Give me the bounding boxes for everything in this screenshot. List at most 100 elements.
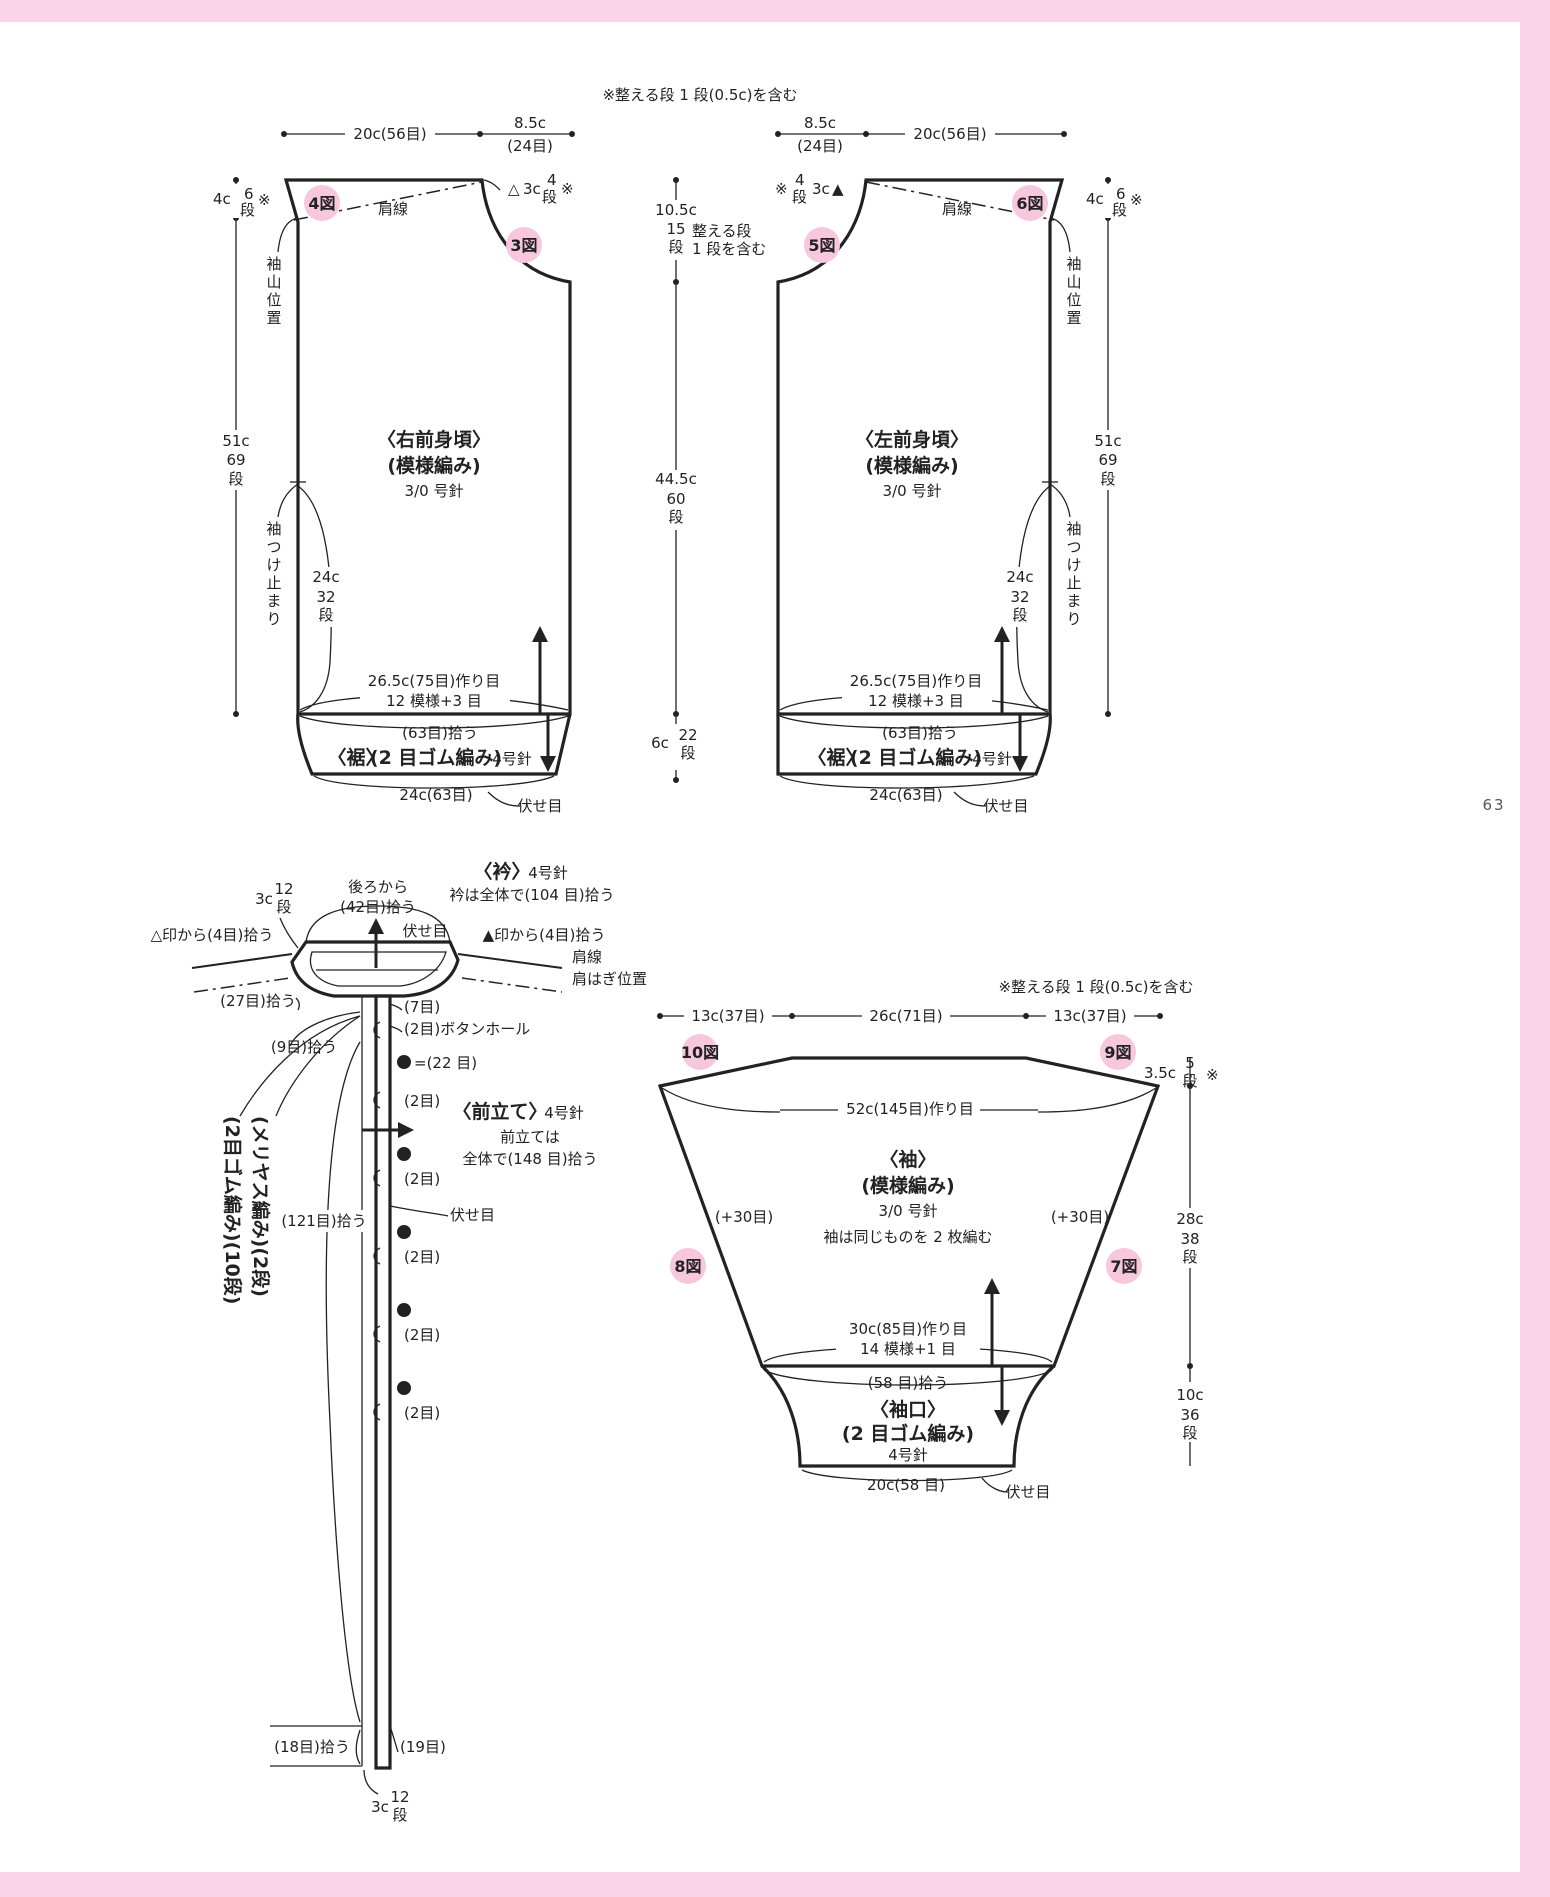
sleeve-label-bg <box>1046 1004 1134 1026</box>
collar-outline <box>290 940 460 998</box>
band-height-unit: 段 <box>392 1806 407 1824</box>
collar-right-pick: ▲印から(4目)拾う <box>483 926 606 944</box>
lf-arm-6: り <box>1066 610 1081 628</box>
rf-side-rows: 32 <box>316 588 335 606</box>
rf-neck-mark: ※ <box>561 180 574 198</box>
rf-neck-arc <box>483 179 501 191</box>
collar-left-pick: △印から(4目)拾う <box>151 926 274 944</box>
lf-label-bg <box>1082 184 1146 218</box>
button-dot <box>397 1055 411 1069</box>
collar-band-diagram: 〈衿〉 4号針 衿は全体で(104 目)拾う 後ろから (42目)拾う 3c 1… <box>151 860 647 1824</box>
band-bindoff-pointer <box>389 1205 449 1217</box>
rf-dim-dot <box>233 177 239 183</box>
rf-shoulder-height: 4c <box>213 190 231 208</box>
rf-label-bg <box>500 136 560 156</box>
lf-hem-arc <box>779 775 1035 789</box>
sleeve-cast-arc <box>661 1087 781 1113</box>
rf-armhole-pointer <box>277 483 299 518</box>
rf-arm-6: り <box>266 610 281 628</box>
center-dimension: 10.5c 15 段 整える段 1 段を含む 44.5c 60 段 6c 22 … <box>650 177 770 783</box>
cuff-width-arc <box>801 1469 1013 1482</box>
rf-cap-1: 袖 <box>266 255 281 273</box>
center-dot <box>673 711 679 717</box>
rf-shoulder-rows: 6 <box>244 185 254 203</box>
fig10-label: 10図 <box>681 1043 719 1062</box>
rf-repeat: 12 模様+3 目 <box>386 692 482 710</box>
rf-neck-unit: 段 <box>542 188 557 206</box>
fig9-badge <box>1100 1034 1136 1070</box>
sleeve-dim-dot <box>1187 1083 1193 1089</box>
band-button-count: =(22 目) <box>414 1054 477 1072</box>
collar-needle: 4号針 <box>528 864 568 882</box>
center-dot <box>673 777 679 783</box>
lf-label-bg <box>790 136 850 156</box>
collar-front-pick: (27目)拾う <box>220 992 296 1010</box>
lf-shoulder-label: 肩線 <box>942 200 972 218</box>
lf-side-unit: 段 <box>1012 606 1027 624</box>
band-arrow-head <box>398 1122 414 1138</box>
sleeve-cast-arc <box>1037 1087 1157 1113</box>
lf-arm-5: ま <box>1066 592 1081 610</box>
cuff-length: 10c <box>1176 1386 1203 1404</box>
buttonhole <box>373 1091 381 1109</box>
collar-height: 3c <box>255 890 273 908</box>
rf-cap-pointer <box>277 217 299 253</box>
cuff-length-rows: 36 <box>1180 1406 1199 1424</box>
band-p19: (19目) <box>400 1738 446 1756</box>
rf-arm-3: け <box>266 556 281 574</box>
band-height: 3c <box>371 1798 389 1816</box>
center-label-bg <box>650 200 770 260</box>
collar-left-seam <box>193 977 291 993</box>
lf-cast-on: 26.5c(75目)作り目 <box>850 672 982 690</box>
band-title: 〈前立て〉 <box>452 1100 547 1123</box>
sleeve-inc-right: (+30目) <box>1051 1208 1109 1226</box>
rf-dim-dot <box>477 131 483 137</box>
band-p2-e: (2目) <box>404 1404 440 1422</box>
buttonhole <box>373 1247 381 1265</box>
rf-side-unit: 段 <box>318 606 333 624</box>
rf-needle: 3/0 号針 <box>405 482 464 500</box>
lf-side-rows: 32 <box>1010 588 1029 606</box>
rf-hem-needle: 4号針 <box>492 750 532 768</box>
rf-shoulder-unit: 段 <box>240 201 255 219</box>
collar-height-pointer <box>279 917 299 949</box>
center-note1: 整える段 <box>692 222 752 240</box>
band-p121-arc <box>325 1041 361 1723</box>
fig9-label: 9図 <box>1104 1043 1131 1062</box>
sleeve-arrow-head <box>984 1278 1000 1294</box>
band-height-pointer <box>363 1769 379 1795</box>
page-number: 63 <box>1482 796 1505 814</box>
lf-dim-dot <box>1105 177 1111 183</box>
rf-hem-sub: (2 目ゴム編み) <box>370 746 502 769</box>
rf-cast-on: 26.5c(75目)作り目 <box>368 672 500 690</box>
collar-shoulder-seam: 肩はぎ位置 <box>572 970 647 988</box>
button-dot <box>397 1147 411 1161</box>
cuff-title: 〈袖口〉 <box>870 1398 946 1421</box>
lf-body-width: 20c(56目) <box>913 125 986 143</box>
lf-shoulder-unit: 段 <box>1112 201 1127 219</box>
center-u1: 段 <box>668 238 683 256</box>
band-p2-b: (2目) <box>404 1170 440 1188</box>
lf-bindoff-pointer <box>953 791 987 807</box>
lf-length-rows: 69 <box>1098 451 1117 469</box>
band-p2-buttonhole: (2目)ボタンホール <box>404 1020 530 1038</box>
sleeve-label-bg <box>836 1318 980 1358</box>
collar-front-pointer <box>295 997 300 1011</box>
sleeve-dim-dot <box>657 1013 663 1019</box>
center-dot <box>673 279 679 285</box>
lf-neck-tri: ▲ <box>832 180 844 198</box>
lf-shoulder-height: 4c <box>1086 190 1104 208</box>
center-r1: 15 <box>666 220 685 238</box>
lf-dim-dot <box>775 131 781 137</box>
band-label-bg <box>284 1210 364 1232</box>
rf-cap-3: 位 <box>266 291 281 309</box>
sleeve-title: 〈袖〉 <box>879 1148 936 1171</box>
band-pointer <box>389 1003 403 1011</box>
cuff-bind-off: 伏せ目 <box>1005 1483 1050 1501</box>
sleeve-cast-on: 30c(85目)作り目 <box>849 1320 967 1338</box>
center-label-bg <box>652 470 702 530</box>
center-dot <box>673 177 679 183</box>
rf-hem-title: 〈裾〉 <box>327 746 384 769</box>
right-front-piece: 20c(56目) 8.5c (24目) 肩線 4図 3図 △ 3c 4 段 ※ … <box>210 114 575 815</box>
fig5-badge <box>804 227 840 263</box>
